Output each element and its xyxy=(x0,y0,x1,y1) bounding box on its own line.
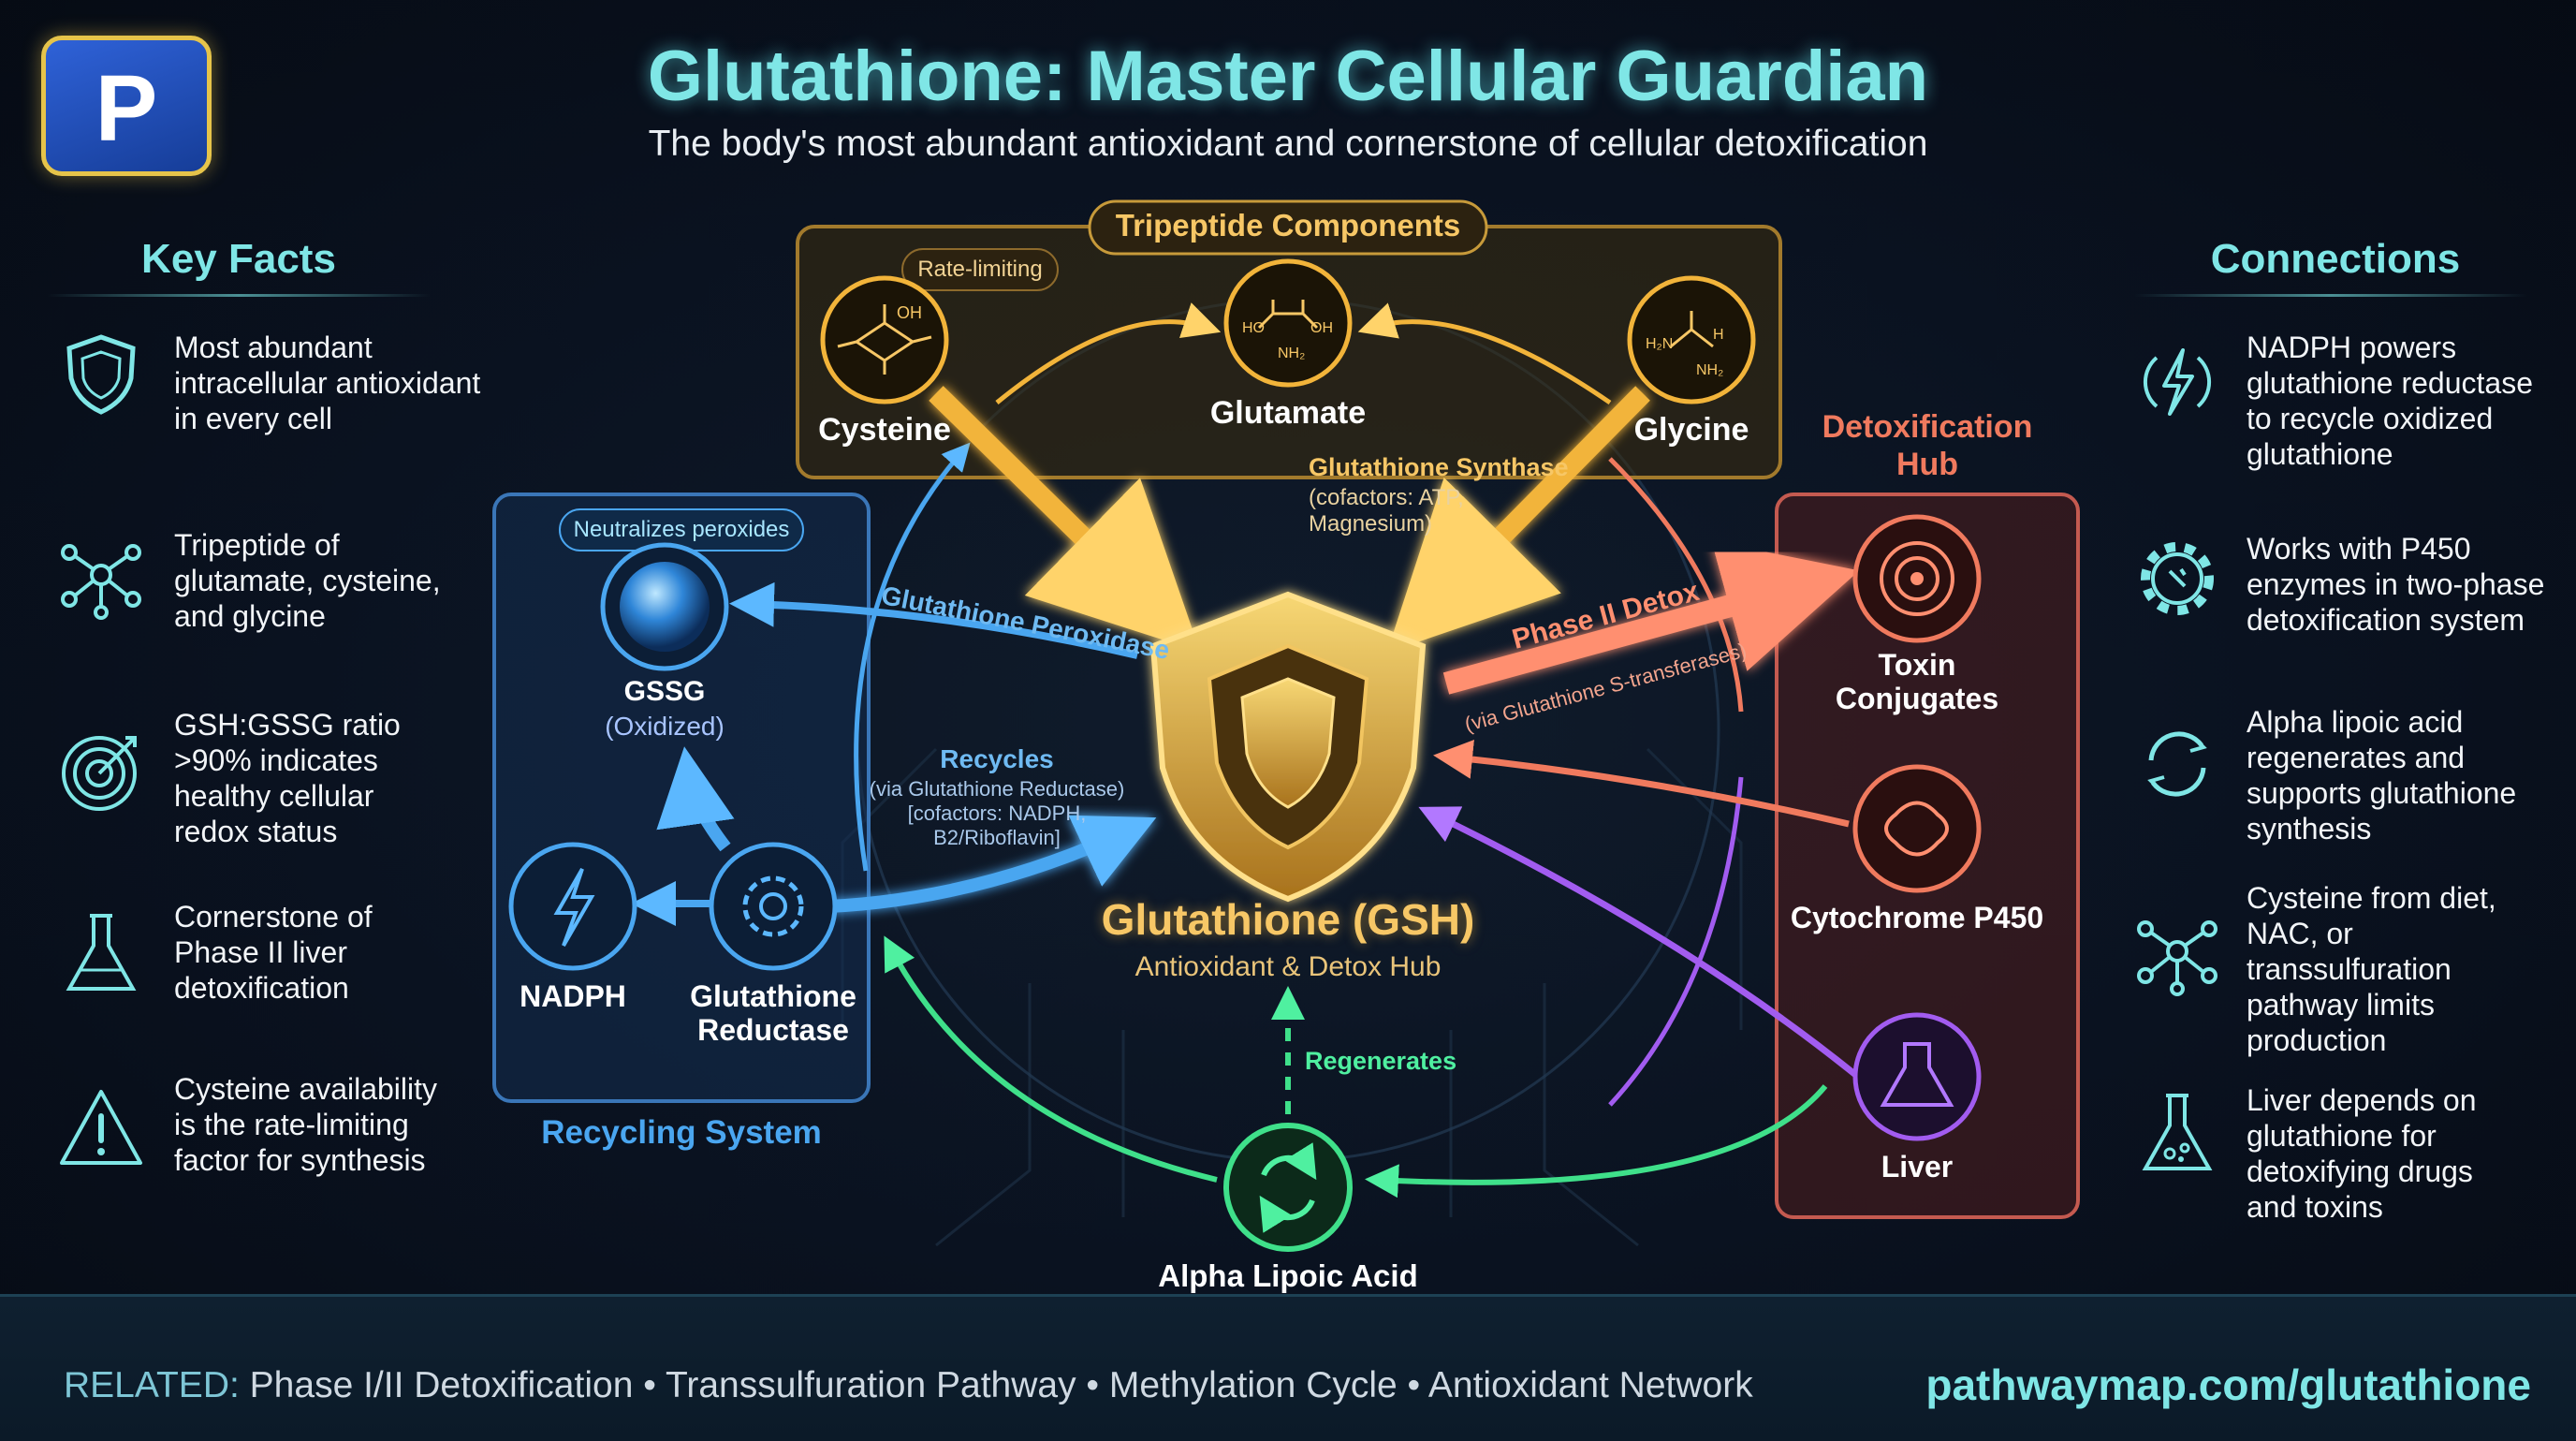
recycle-icon xyxy=(2147,731,2207,797)
lightning-icon xyxy=(2143,348,2212,416)
related-label: RELATED: xyxy=(64,1365,240,1405)
gssg-label: GSSG xyxy=(623,676,706,707)
gssg-sub-label: (Oxidized) xyxy=(605,712,724,741)
svg-text:HO: HO xyxy=(1242,320,1265,336)
footer-bar xyxy=(0,1294,2576,1441)
nadph-label: NADPH xyxy=(520,979,626,1013)
key-facts-heading: Key Facts xyxy=(141,236,336,282)
cysteine-label: Cysteine xyxy=(818,412,951,448)
flask-icon xyxy=(66,914,137,991)
recycling-system-heading: Recycling System xyxy=(541,1114,822,1151)
glutathione-center-role: Antioxidant & Detox Hub xyxy=(1134,951,1442,982)
svg-text:OH: OH xyxy=(897,303,922,322)
key-facts-divider xyxy=(47,294,431,297)
neutralizes-peroxides-badge: Neutralizes peroxides xyxy=(573,517,790,542)
shield-icon xyxy=(66,334,136,415)
molecule-icon xyxy=(2137,920,2217,996)
connections-divider xyxy=(2134,294,2527,297)
target-icon xyxy=(62,736,137,811)
recycles-details: (via Glutathione Reductase)[cofactors: N… xyxy=(869,777,1125,849)
glutathione-center-label: Glutathione (GSH) xyxy=(1101,895,1475,944)
recycles-label: Recycles xyxy=(940,744,1054,773)
svg-text:NH₂: NH₂ xyxy=(1696,362,1723,378)
page-title: Glutathione: Master Cellular Guardian xyxy=(647,37,1929,116)
molecule-icon xyxy=(61,544,141,620)
site-url-link[interactable]: pathwaymap.com/glutathione xyxy=(1925,1360,2531,1409)
related-items[interactable]: Phase I/II Detoxification • Transsulfura… xyxy=(249,1365,1753,1405)
svg-text:NH₂: NH₂ xyxy=(1278,346,1305,361)
svg-text:H₂N: H₂N xyxy=(1646,336,1673,352)
svg-text:OH: OH xyxy=(1310,320,1333,336)
connections-heading: Connections xyxy=(2210,236,2461,282)
synthase-label: Glutathione Synthase xyxy=(1309,453,1569,481)
gear-icon xyxy=(2141,542,2214,615)
glutamate-label: Glutamate xyxy=(1209,395,1367,431)
warning-icon xyxy=(60,1090,142,1165)
synthase-cofactors: (cofactors: ATP,Magnesium) xyxy=(1309,485,1464,537)
liver-label: Liver xyxy=(1881,1150,1954,1184)
related-topics: RELATED: Phase I/II Detoxification • Tra… xyxy=(64,1365,1753,1406)
alpha-lipoic-acid-label: Alpha Lipoic Acid xyxy=(1158,1258,1418,1293)
regenerates-label: Regenerates xyxy=(1305,1047,1457,1075)
svg-text:H: H xyxy=(1713,327,1724,343)
brand-logo: P xyxy=(41,36,212,176)
tripeptide-heading: Tripeptide Components xyxy=(1115,208,1461,243)
page-subtitle: The body's most abundant antioxidant and… xyxy=(648,124,1928,164)
beaker-icon xyxy=(2142,1094,2213,1170)
cytochrome-p450-label: Cytochrome P450 xyxy=(1790,901,2044,934)
logo-letter: P xyxy=(95,56,158,161)
rate-limiting-badge: Rate-limiting xyxy=(917,257,1043,282)
glycine-label: Glycine xyxy=(1633,412,1749,448)
